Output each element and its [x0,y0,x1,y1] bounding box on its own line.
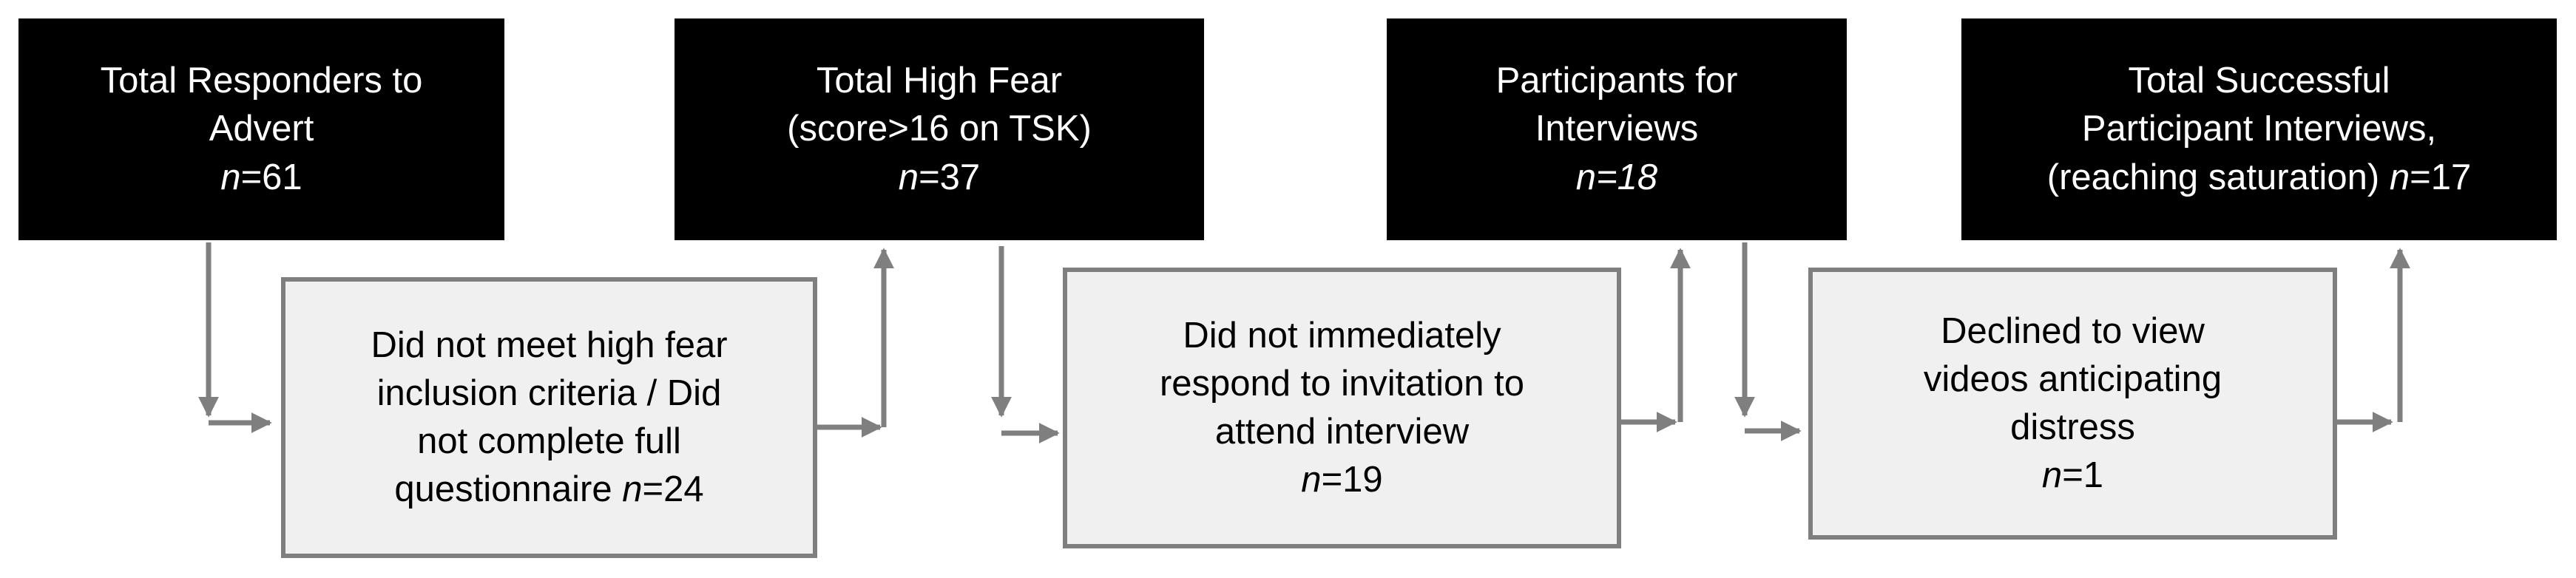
exclusion-line: videos anticipating [1923,358,2222,399]
stage-box-interview-participants: Participants for Interviews n=18 [1387,18,1847,240]
stage-count: n=37 [899,154,980,202]
stage-box-responders: Total Responders to Advert n=61 [18,18,504,240]
n-symbol: n [622,469,643,510]
exclusion-box-declined: Declined to view videos anticipating dis… [1808,268,2337,540]
exclusion-box-no-response: Did not immediately respond to invitatio… [1063,268,1621,548]
exclusion-line: Declined to view [1941,310,2205,351]
stage-count: n=61 [220,154,302,202]
exclusion-line: not complete full [417,421,681,461]
n-symbol: n [1301,460,1322,500]
stage-count: n=18 [1576,154,1657,202]
n-value: =18 [1596,157,1658,197]
exclusion-count: n=19 [1301,456,1382,504]
exclusion-line: inclusion criteria / Did [376,373,722,413]
exclusion-line: respond to invitation to [1159,363,1525,404]
n-symbol: n [2389,157,2410,197]
exclusion-line: attend interview [1214,412,1470,452]
n-value: =24 [642,469,704,510]
stage-line: Interviews [1535,109,1699,149]
exclusion-count: questionnaire n=24 [394,466,703,514]
stage-line: Total Responders to [100,61,423,101]
stage-box-successful-interviews: Total Successful Participant Interviews,… [1961,18,2557,240]
stage-line: Advert [209,109,314,149]
n-value: =19 [1321,460,1383,500]
exclusion-line: Did not meet high fear [371,324,728,365]
n-symbol: n [220,157,241,197]
n-prefix: (reaching saturation) [2046,157,2390,197]
n-value: =17 [2410,157,2472,197]
stage-line: Participant Interviews, [2081,109,2437,149]
exclusion-count: n=1 [2042,452,2103,500]
n-symbol: n [1575,157,1597,197]
n-prefix: questionnaire [394,469,623,510]
exclusion-line: distress [2010,407,2135,447]
n-value: =37 [919,157,981,197]
n-value: =61 [240,157,302,197]
stage-line: Total Successful [2128,61,2390,101]
stage-count: (reaching saturation) n=17 [2047,154,2471,202]
n-symbol: n [898,157,919,197]
stage-line: Total High Fear [816,61,1063,101]
exclusion-box-criteria: Did not meet high fear inclusion criteri… [281,277,817,558]
stage-box-high-fear: Total High Fear (score>16 on TSK) n=37 [675,18,1204,240]
stage-line: Participants for [1495,61,1738,101]
n-value: =1 [2062,455,2104,496]
stage-line: (score>16 on TSK) [787,109,1092,149]
n-symbol: n [2041,455,2063,496]
exclusion-line: Did not immediately [1183,315,1501,356]
